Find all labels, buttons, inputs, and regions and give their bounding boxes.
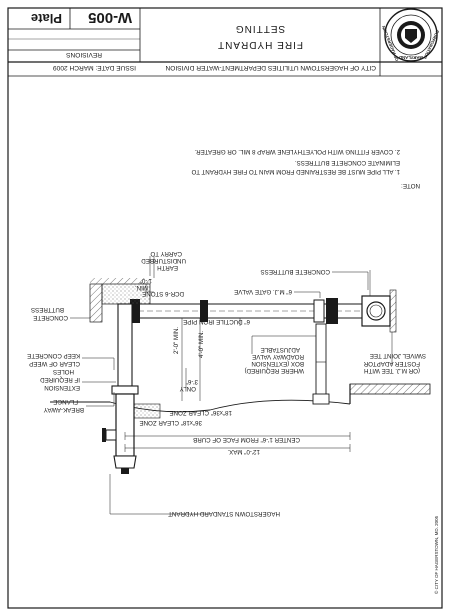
tee-buttress — [389, 289, 397, 333]
city-seal: MARYLAND CORPORATION OF HAGERSTOWN — [381, 8, 441, 62]
label-gate-valve: 6" M.J. GATE VALVE — [234, 288, 292, 295]
label-extension-1: EXTENSION — [44, 384, 80, 391]
note-line-2: ELIMINATE CONCRETE BUTTRESS. — [295, 159, 400, 166]
label-roadway-valve-2: ROADWAY VALVE — [252, 353, 304, 360]
earth-block — [90, 278, 150, 284]
label-keep-clear-2: CLEAR OF WEEP — [29, 360, 80, 367]
seal-ring-left: CORPORATION — [423, 29, 441, 59]
callout-labels: CONCRETE BUTTRESS 6" M.J. GATE VALVE 6" … — [27, 250, 439, 594]
label-carry-earth-3: EARTH — [157, 264, 178, 271]
pipe-joint — [200, 300, 208, 322]
label-depth-4ft: 4'-0" MIN. — [198, 331, 205, 358]
leader-lines — [70, 256, 393, 515]
label-depth-3ft-b: ONLY — [180, 385, 196, 392]
label-swivel-tee-1: SWIVEL JOINT TEE — [370, 352, 426, 359]
label-min-1ft-b: MIN. — [135, 284, 148, 291]
label-hydrant: HAGERSTOWN STANDARD HYDRANT — [168, 510, 280, 517]
ground-section — [50, 383, 431, 419]
seal-ring-right: OF HAGERSTOWN — [381, 25, 400, 62]
label-carry-earth-2: UNDISTURBED — [141, 257, 186, 264]
issue-date-text: ISSUE DATE: MARCH 2009 — [53, 64, 136, 71]
label-break-away-2: FLANGE — [53, 398, 78, 405]
label-buttress-left-2: BUTTRESS — [31, 306, 64, 313]
hydrant-nozzle-cap — [102, 428, 106, 442]
title-line-2: SETTING — [235, 23, 285, 34]
label-clear-zone-36: 36"x18" CLEAR ZONE — [139, 419, 202, 426]
label-swivel-tee-2: FOSTER ADAPTOR — [363, 360, 420, 367]
note-line-1: 1. ALL PIPE MUST BE RESTRAINED FROM MAIN… — [191, 168, 400, 175]
water-main-section-icon — [366, 301, 386, 321]
label-roadway-valve-1: ADJUSTABLE — [261, 346, 300, 353]
sheet-border — [7, 7, 443, 609]
break-away-flange — [111, 385, 139, 395]
label-buttress-left-1: CONCRETE — [33, 314, 68, 321]
hydrant-elbow-joint — [130, 299, 140, 323]
hydrant-operating-nut — [121, 468, 129, 474]
ductile-iron-pipe — [120, 298, 362, 324]
revisions-label: REVISIONS — [65, 51, 102, 58]
water-main-assembly — [361, 270, 397, 333]
label-ductile-pipe: 6" DUCTILE IRON PIPE — [183, 318, 250, 325]
label-clear-zone-18: 18"x36" CLEAR ZONE — [169, 409, 232, 416]
notes-block: NOTE: 1. ALL PIPE MUST BE RESTRAINED FRO… — [191, 148, 420, 189]
label-roadway-valve-3: BOX (EXTENSION — [251, 360, 304, 367]
division-text: CITY OF HAGERSTOWN UTILITIES DEPARTMENT-… — [165, 64, 376, 71]
notes-heading: NOTE: — [401, 182, 420, 189]
label-extension-2: IF REQUIRED — [40, 376, 80, 383]
note-line-3: 2. COVER FITTING WITH POLYETHYLENE WRAP … — [194, 148, 400, 155]
hydrant-riser — [117, 303, 133, 387]
plate-label: Plate — [31, 11, 62, 26]
label-roadway-valve-4: WHERE REQUIRED) — [245, 367, 304, 374]
hydrant-buttress — [89, 283, 103, 323]
label-carry-earth-1: CARRY TO — [150, 250, 182, 257]
seal-ring-top: MARYLAND — [399, 55, 423, 60]
label-stone: DCR-6 STONE — [142, 290, 184, 297]
hydrant-nozzle — [105, 429, 117, 441]
plate-number: W-005 — [88, 9, 132, 26]
seal-emblem-icon — [405, 29, 417, 43]
hydrant-bonnet — [113, 455, 137, 469]
label-break-away-1: BREAK-AWAY — [44, 406, 84, 413]
label-concrete-buttress: CONCRETE BUTTRESS — [261, 268, 330, 275]
fire-hydrant — [102, 303, 139, 474]
road-surface-hatch — [349, 383, 431, 395]
label-keep-clear-3: HOLES — [53, 368, 74, 375]
gate-valve — [326, 298, 338, 324]
label-swivel-tee-3: (OR M.J. TEE WITH — [364, 367, 420, 374]
label-max-12ft: 12'-0" MAX. — [227, 448, 260, 455]
label-copyright: © CITY OF HAGERSTOWN, MD. 2005 — [433, 515, 439, 594]
label-keep-clear-1: KEEP CONCRETE — [27, 352, 80, 359]
dimensions — [124, 256, 351, 452]
label-depth-2ft: 2'-0" MIN. — [173, 327, 180, 354]
title-line-1: FIRE HYDRANT — [217, 39, 303, 50]
roadway-valve-box — [312, 323, 330, 405]
title-block: CITY OF HAGERSTOWN UTILITIES DEPARTMENT-… — [8, 8, 442, 77]
label-center-curb: CENTER 1'-6" FROM FACE OF CURB — [193, 436, 300, 443]
label-depth-3ft-a: 3'-6" — [186, 378, 198, 385]
hydrant-base — [89, 278, 151, 323]
label-min-1ft-a: 1'-0" — [140, 277, 152, 284]
